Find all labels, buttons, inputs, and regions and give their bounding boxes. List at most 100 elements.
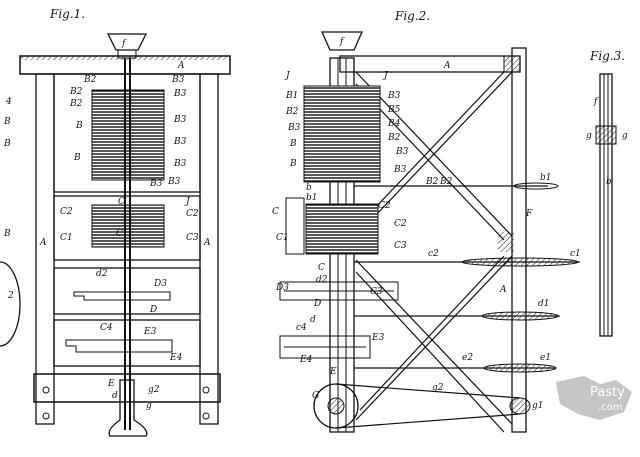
fig1-label: B2 <box>69 87 83 97</box>
fig2-label: B2 <box>387 133 401 143</box>
fig1-labels: f A A A B2 B3 B2 B3 B2 B3 B B3 B3 B3 B B… <box>39 39 211 411</box>
michigan-logo-icon <box>556 376 632 420</box>
figure-2: Fig.2. <box>279 9 580 433</box>
fig2-label: C3 <box>370 287 383 297</box>
fig1-label: g <box>146 401 152 411</box>
fig2-label: B1 <box>285 91 298 101</box>
fig2-label: J <box>382 71 389 81</box>
watermark: Pasty .com <box>556 376 632 420</box>
fig3-label: f <box>593 97 599 107</box>
fig2-label: d1 <box>538 299 550 309</box>
fig2-label: b1 <box>540 173 552 183</box>
fig2-label: C2 <box>378 201 391 211</box>
fig2-label: C <box>272 207 279 217</box>
fig2-label: B2 <box>285 107 299 117</box>
fig1-label: B2 <box>83 75 97 85</box>
edge-label: B <box>3 229 11 239</box>
fig1-label: B3 <box>173 159 187 169</box>
watermark-line2: .com <box>598 402 623 413</box>
fig1-label: E <box>107 379 115 389</box>
fig2-label: J <box>284 71 291 81</box>
fig1-label: C3 <box>186 233 199 243</box>
fig1-label: A <box>39 238 47 248</box>
fig2-label: c2 <box>428 249 439 259</box>
fig2-title: Fig.2. <box>394 9 430 23</box>
fig2-label: g1 <box>532 401 544 411</box>
fig1-label: f <box>121 39 127 49</box>
fig2-label: C3 <box>394 241 407 251</box>
fig1-label: B <box>75 121 83 131</box>
fig2-label: B3 <box>395 147 409 157</box>
fig1-label: D <box>149 305 157 315</box>
fig2-label: B <box>289 139 297 149</box>
fig3-label: g <box>622 131 628 141</box>
fig2-label: B4 <box>387 119 401 129</box>
fig2-label: E4 <box>299 355 313 365</box>
fig2-label: B3 <box>393 165 407 175</box>
fig1-label: B3 <box>171 75 185 85</box>
fig2-label: C2 <box>394 219 407 229</box>
fig2-label: E <box>329 367 337 377</box>
fig2-label: D <box>313 299 321 309</box>
fig1-label: B3 <box>149 179 163 189</box>
fig2-label: A <box>443 61 451 71</box>
fig1-label: B3 <box>173 115 187 125</box>
fig1-label: B3 <box>173 137 187 147</box>
fig2-label: F <box>525 209 533 219</box>
fig2-label: E3 <box>371 333 385 343</box>
fig1-label: C <box>116 229 123 239</box>
fig2-label: g2 <box>432 383 444 393</box>
fig2-label: c4 <box>296 323 307 333</box>
fig1-label: C4 <box>100 323 113 333</box>
fig1-label: B3 <box>173 89 187 99</box>
edge-label: B <box>3 117 11 127</box>
fig1-label: A <box>177 61 185 71</box>
fig2-label: e1 <box>540 353 551 363</box>
fig2-label: B2 <box>425 177 439 187</box>
edge-figure: 4 B B B 2 <box>0 97 21 347</box>
fig2-label: A <box>499 285 507 295</box>
fig2-labels: f A J J B1 B2 B3 B4 B B5 B3 B2 B3 B B3 B… <box>272 37 581 411</box>
fig2-label: G <box>312 391 319 401</box>
fig2-label: C1 <box>276 233 289 243</box>
fig2-label: b <box>306 183 312 193</box>
fig2-label: B5 <box>387 105 401 115</box>
fig2-label: B2 <box>439 177 453 187</box>
fig2-label: f <box>339 37 345 47</box>
fig2-label: b1 <box>306 193 318 203</box>
fig1-label: E4 <box>169 353 183 363</box>
figure-1: Fig.1. <box>19 7 231 437</box>
fig1-label: C <box>118 197 125 207</box>
fig2-label: B3 <box>287 123 301 133</box>
watermark-line1: Pasty <box>590 385 625 400</box>
fig1-label: C2 <box>186 209 199 219</box>
edge-label: B <box>3 139 11 149</box>
fig1-label: B2 <box>69 99 83 109</box>
fig2-label: B3 <box>387 91 401 101</box>
fig3-label: b <box>606 177 612 187</box>
fig3-label: g <box>586 131 592 141</box>
fig1-label: J <box>184 197 191 207</box>
fig1-label: E3 <box>143 327 157 337</box>
fig2-label: d <box>310 315 316 325</box>
fig1-label: d <box>112 391 118 401</box>
edge-label: 4 <box>5 97 12 107</box>
fig2-label: B <box>289 159 297 169</box>
fig2-label: e2 <box>462 353 473 363</box>
edge-label: 2 <box>7 291 14 301</box>
figure-3: Fig.3. f g g b <box>586 49 628 337</box>
fig1-title: Fig.1. <box>49 7 85 21</box>
fig1-label: A <box>203 238 211 248</box>
fig1-label: g2 <box>148 385 160 395</box>
fig2-label: c1 <box>570 249 581 259</box>
fig1-label: C1 <box>60 233 73 243</box>
fig2-label: C <box>318 263 325 273</box>
fig2-label: D3 <box>275 283 289 293</box>
fig1-label: B3 <box>167 177 181 187</box>
fig1-label: C2 <box>60 207 73 217</box>
fig1-label: D3 <box>153 279 167 289</box>
fig1-label: B <box>73 153 81 163</box>
fig3-title: Fig.3. <box>589 49 625 63</box>
fig2-label: d2 <box>316 275 328 285</box>
